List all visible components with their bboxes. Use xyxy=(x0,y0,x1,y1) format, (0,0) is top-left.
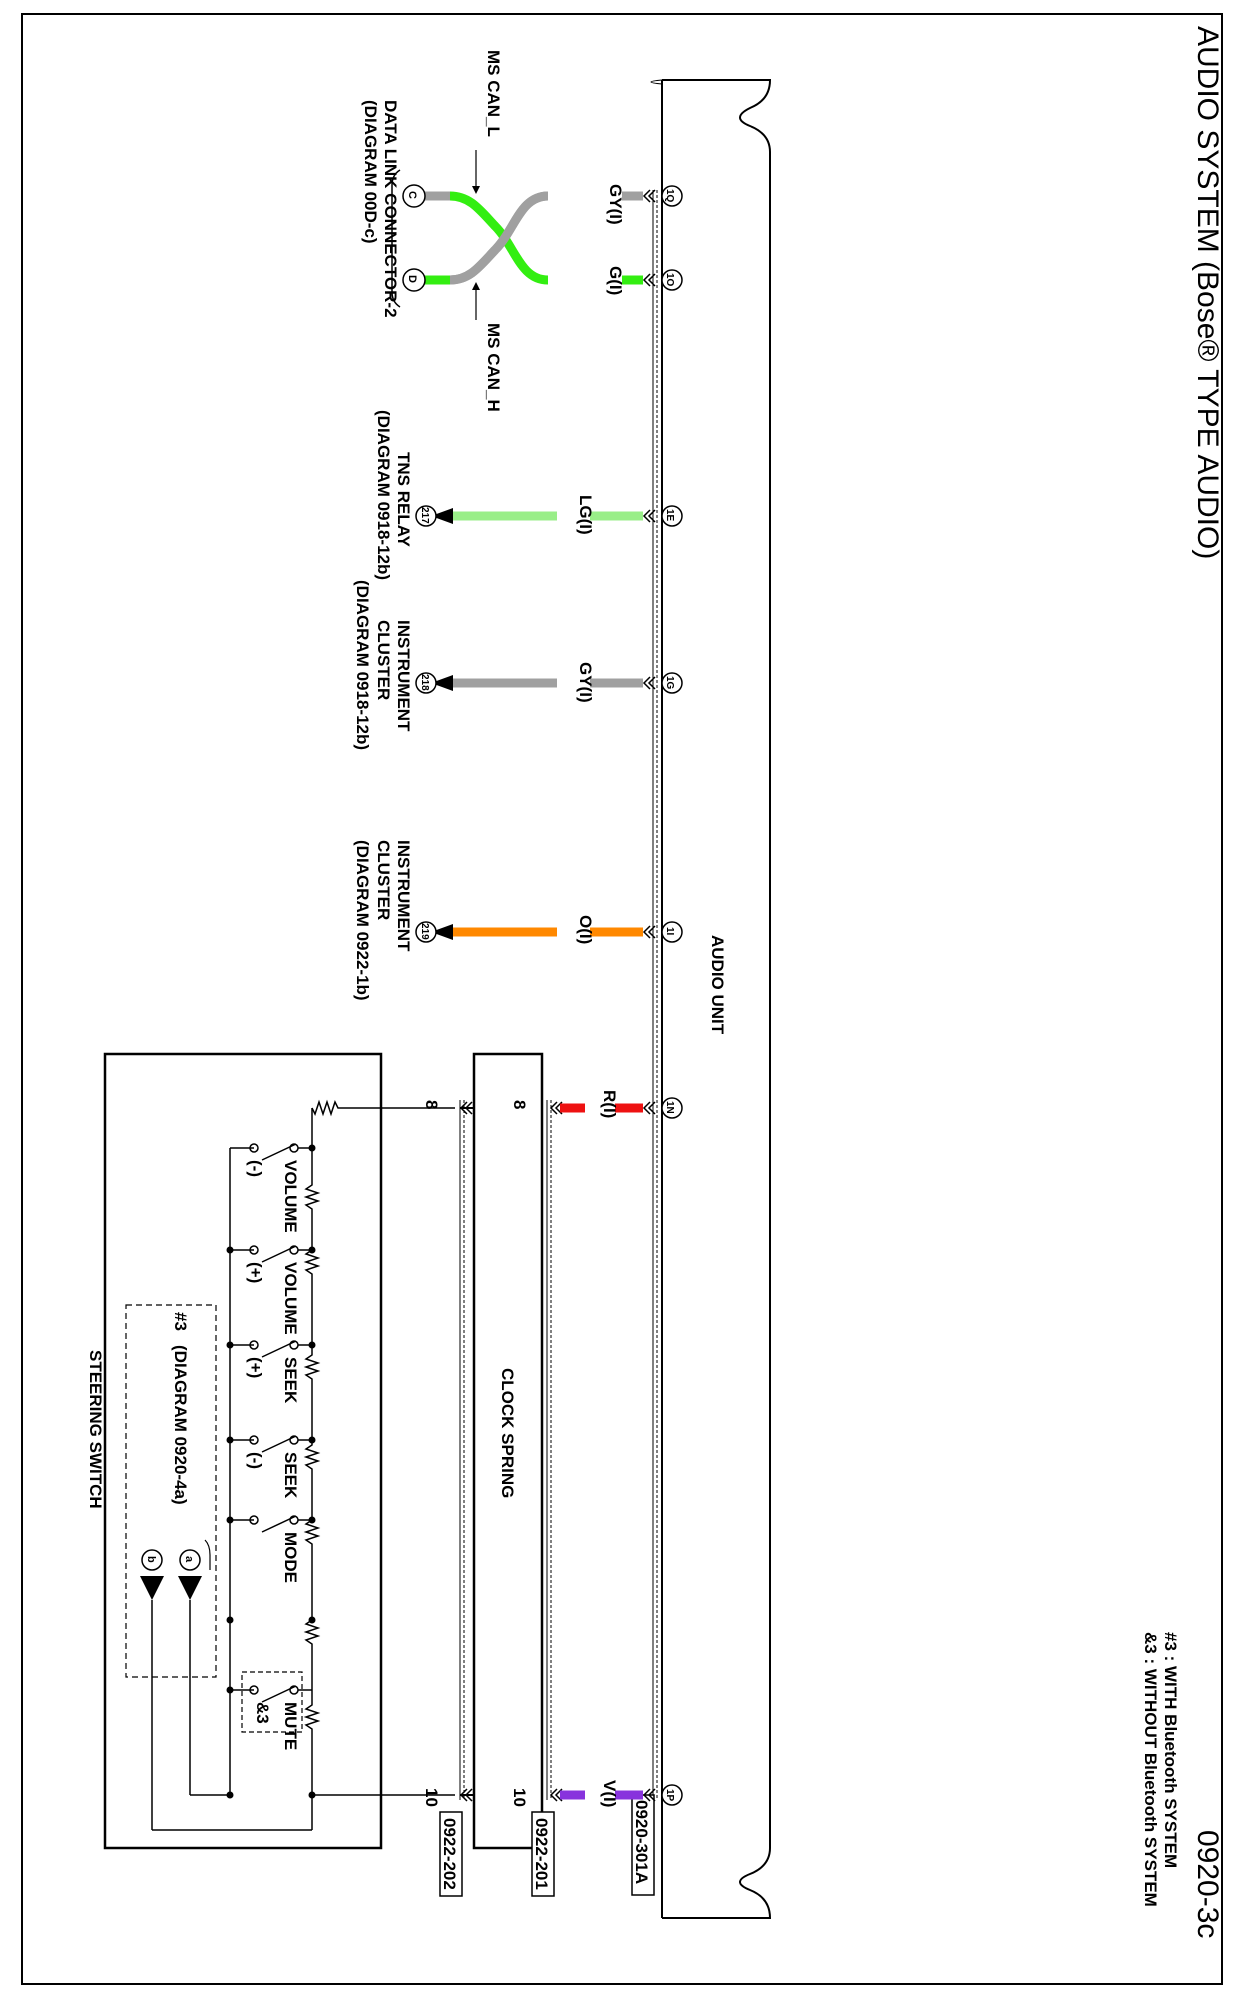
terminal-a-label: a xyxy=(183,1556,195,1563)
bluetooth-dashed-box xyxy=(125,1304,217,1678)
wire-1g-label: GY(I) xyxy=(576,662,595,703)
switch-mode-name: MODE xyxy=(281,1532,300,1583)
audio-unit-label: AUDIO UNIT xyxy=(708,935,727,1035)
switch-vol-minus-sign: (-) xyxy=(246,1160,265,1177)
switch-vol-plus-name: VOLUME xyxy=(281,1262,300,1335)
wire-1i-label: O(I) xyxy=(576,915,595,944)
connector-0922-201-label: 0922-201 xyxy=(532,1818,551,1890)
switch-seek-plus-sign: (+) xyxy=(246,1357,265,1378)
dlc-can-l: MS CAN_L xyxy=(484,50,503,137)
wire-twist-overlay xyxy=(424,191,549,285)
wire-1o: G(I) xyxy=(424,191,643,295)
wire-1g: GY(I) 218 xyxy=(415,662,643,703)
pin-1p: 1P xyxy=(664,1789,675,1802)
pin-1o: 1O xyxy=(664,273,675,287)
steering-switch: STEERING SWITCH xyxy=(86,1052,383,1850)
ic1-line2: CLUSTER xyxy=(374,620,393,700)
data-link-connector: C D MS CAN_L MS CAN_H DATA LINK CONNECTO… xyxy=(361,50,503,412)
steering-switch-label: STEERING SWITCH xyxy=(86,1350,105,1509)
ic1-line1: INSTRUMENT xyxy=(394,620,413,732)
pin-1i-circle xyxy=(661,921,683,943)
connector-tag-0922-201 xyxy=(531,1811,555,1897)
audio-unit-pins: 1Q 1O 1E 1G 1I 1N 1P xyxy=(661,185,683,1806)
pin-1e-circle xyxy=(661,505,683,527)
pin-1n-circle xyxy=(661,1097,683,1119)
connector-tag-0922-202 xyxy=(439,1811,463,1897)
ref-219: 219 xyxy=(419,923,430,940)
legend-no-bluetooth: &3 : WITHOUT Bluetooth SYSTEM xyxy=(1141,1632,1160,1907)
clock-spring-pin-10-a: 10 xyxy=(510,1788,529,1807)
ic1-line3: (DIAGRAM 0918-12b) xyxy=(353,580,372,750)
mute-dashed-box xyxy=(241,1671,303,1733)
switch-mute-note: &3 xyxy=(253,1702,272,1724)
ic2-line1: INSTRUMENT xyxy=(394,840,413,952)
pin-1i: 1I xyxy=(664,927,675,936)
ref-217: 217 xyxy=(419,507,430,524)
bluetooth-note: #3 xyxy=(171,1312,190,1331)
terminal-b xyxy=(141,1549,163,1571)
terminal-a xyxy=(179,1549,201,1571)
switch-mute-name: MUTE xyxy=(281,1702,300,1750)
dlc-pin-d: D xyxy=(406,275,418,283)
wire-1p: V(I) xyxy=(560,1780,643,1807)
ss-pin-10: 10 xyxy=(422,1788,441,1807)
bluetooth-ref: (DIAGRAM 0920-4a) xyxy=(171,1345,190,1505)
clock-spring-pin-8-a: 8 xyxy=(510,1100,529,1109)
pin-1g-circle xyxy=(661,672,683,694)
wire-1n: R(I) xyxy=(560,1090,643,1118)
ref-218: 218 xyxy=(419,674,430,691)
dlc-ref: (DIAGRAM 00D-c) xyxy=(361,100,380,244)
pin-1e: 1E xyxy=(664,509,675,522)
dlc-name: DATA LINK CONNECTOR-2 xyxy=(381,100,400,318)
switch-vol-plus-sign: (+) xyxy=(246,1262,265,1283)
ss-pin-8: 8 xyxy=(422,1100,441,1109)
connector-0922-202-label: 0922-202 xyxy=(440,1818,459,1890)
page-title: AUDIO SYSTEM (Bose® TYPE AUDIO) xyxy=(1191,26,1224,559)
pin-1p-circle xyxy=(661,1784,683,1806)
page-frame xyxy=(21,13,1223,1985)
wire-1o-label: G(I) xyxy=(606,266,625,295)
switch-seek-minus-sign: (-) xyxy=(246,1452,265,1469)
wire-1e: LG(I) 217 xyxy=(415,495,643,535)
ic2-line3: (DIAGRAM 0922-1b) xyxy=(353,840,372,1001)
switch-vol-minus-name: VOLUME xyxy=(281,1160,300,1233)
dlc-pin-c: C xyxy=(406,191,418,199)
switch-seek-plus-name: SEEK xyxy=(281,1357,300,1404)
legend-bluetooth: #3 : WITH Bluetooth SYSTEM xyxy=(1161,1632,1180,1868)
connector-0920-301a-label: 0920-301A xyxy=(632,1800,651,1884)
wire-1i: O(I) 219 xyxy=(415,915,643,944)
dlc-can-h: MS CAN_H xyxy=(484,323,503,412)
pin-1q-circle xyxy=(661,185,683,207)
wire-1e-label: LG(I) xyxy=(576,495,595,535)
clock-spring: CLOCK SPRING 8 10 xyxy=(472,1052,544,1850)
pin-1o-circle xyxy=(661,269,683,291)
ic2-line2: CLUSTER xyxy=(374,840,393,920)
wire-1q-label: GY(I) xyxy=(606,184,625,225)
wire-1p-label: V(I) xyxy=(600,1780,619,1807)
clock-spring-label: CLOCK SPRING xyxy=(498,1368,517,1498)
terminal-b-arrow xyxy=(140,1576,164,1600)
terminal-b-label: b xyxy=(145,1556,157,1563)
audio-connector-chevrons xyxy=(642,189,656,1802)
switch-seek-minus-name: SEEK xyxy=(281,1452,300,1499)
terminal-a-arrow xyxy=(178,1576,202,1600)
tns-relay-label: TNS RELAY xyxy=(394,452,413,547)
audio-unit: AUDIO UNIT xyxy=(650,79,772,1919)
tns-relay-ref: (DIAGRAM 0918-12b) xyxy=(374,410,393,580)
pin-1g: 1G xyxy=(664,676,675,690)
page-number: 0920-3c xyxy=(1191,1830,1224,1938)
pin-1q: 1Q xyxy=(664,189,675,203)
pin-1n: 1N xyxy=(664,1101,675,1114)
wire-1n-label: R(I) xyxy=(600,1090,619,1118)
